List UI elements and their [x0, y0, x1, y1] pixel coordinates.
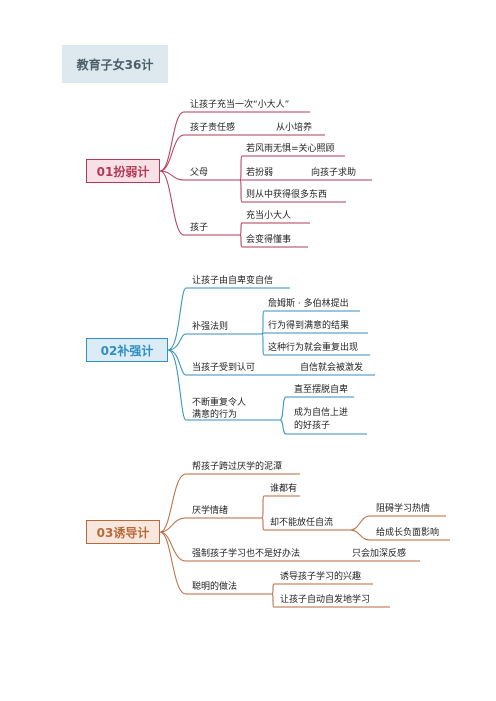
node: 让孩子自动自发地学习 — [280, 595, 371, 605]
node: 若扮弱 — [246, 168, 274, 178]
node: 只会加深反感 — [352, 549, 407, 559]
node: 聪明的做法 — [192, 582, 238, 592]
node: 帮孩子跨过厌学的泥潭 — [192, 462, 283, 472]
node: 阻碍学习热情 — [376, 504, 431, 514]
root-node-3: 03诱导计 — [86, 520, 160, 544]
node: 孩子 — [190, 223, 209, 233]
node: 的好孩子 — [294, 421, 331, 431]
node: 向孩子求助 — [311, 168, 357, 178]
node: 孩子责任感 — [190, 123, 236, 133]
node: 满意的行为 — [192, 410, 238, 420]
node: 谁都有 — [270, 484, 298, 494]
root-node-1: 01扮弱计 — [86, 159, 160, 183]
node: 让孩子充当一次“小大人” — [190, 100, 290, 110]
node: 却不能放任自流 — [270, 518, 334, 528]
node: 会变得懂事 — [246, 235, 292, 245]
root-node-2: 02补强计 — [86, 338, 168, 362]
node: 詹姆斯 · 多伯林提出 — [268, 299, 349, 309]
node: 让孩子由自卑变自信 — [192, 276, 274, 286]
node: 不断重复令人 — [192, 398, 247, 408]
node: 从小培养 — [276, 123, 313, 133]
node: 诱导孩子学习的兴趣 — [280, 572, 362, 582]
node: 若风雨无惧=关心照顾 — [246, 144, 335, 154]
node: 当孩子受到认可 — [192, 363, 256, 373]
node: 补强法则 — [192, 322, 229, 332]
node: 厌学情绪 — [192, 506, 229, 516]
node: 则从中获得很多东西 — [246, 190, 328, 200]
node: 成为自信上进 — [294, 408, 349, 418]
page-title: 教育子女36计 — [62, 45, 168, 83]
node: 给成长负面影响 — [376, 528, 440, 538]
node: 自信就会被激发 — [300, 363, 364, 373]
node: 这种行为就会重复出现 — [268, 343, 359, 353]
node: 父母 — [190, 168, 209, 178]
node: 充当小大人 — [246, 211, 292, 221]
node: 直至摆脱自卑 — [294, 385, 349, 395]
node: 行为得到满意的结果 — [268, 321, 350, 331]
node: 强制孩子学习也不是好办法 — [192, 549, 301, 559]
